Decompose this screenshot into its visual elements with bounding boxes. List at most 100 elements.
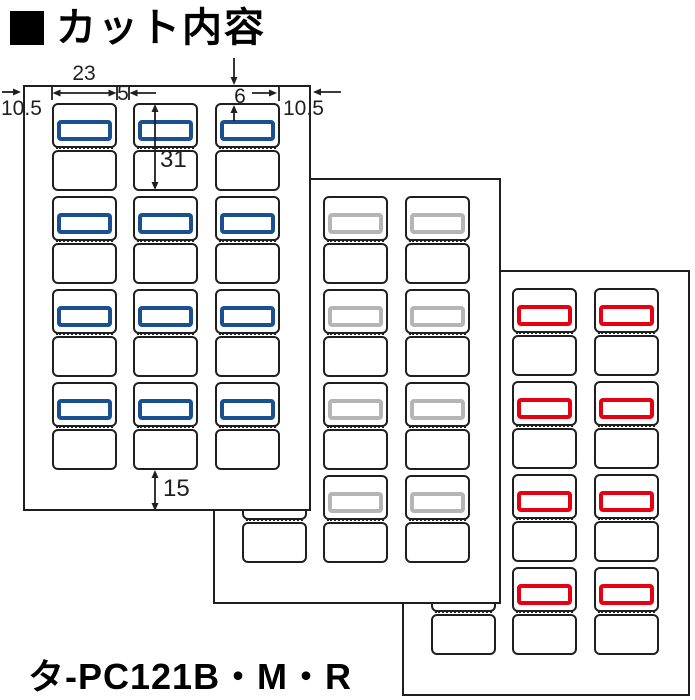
index-frame-gray [328, 399, 383, 420]
index-frame-gray [328, 306, 383, 327]
index-frame-red [517, 584, 572, 605]
perforation-line [137, 333, 194, 335]
perforation-line [327, 519, 384, 521]
label-unit [52, 103, 117, 191]
arrowhead-6-down [230, 77, 238, 85]
label-tab-bottom [323, 522, 388, 563]
label-unit [512, 567, 577, 655]
perforation-line [409, 519, 466, 521]
index-frame-blue [138, 213, 193, 234]
label-unit [215, 196, 280, 284]
label-unit [133, 196, 198, 284]
index-frame-red [517, 305, 572, 326]
perforation-line [516, 518, 573, 520]
index-frame-red [517, 398, 572, 419]
index-frame-blue [220, 213, 275, 234]
index-frame-blue [138, 306, 193, 327]
product-code: タ-PC121B・M・R [28, 656, 353, 697]
label-tab-bottom [215, 336, 280, 377]
perforation-line [219, 333, 276, 335]
label-tab-bottom [52, 429, 117, 470]
perforation-line [516, 611, 573, 613]
label-tab-bottom [133, 243, 198, 284]
index-frame-red [599, 305, 654, 326]
label-unit [512, 381, 577, 469]
label-tab-bottom [52, 150, 117, 191]
label-tab-bottom [594, 614, 659, 655]
perforation-line [137, 426, 194, 428]
perforation-line [56, 333, 113, 335]
dim-label-gap: 5 [117, 82, 129, 105]
dim-tab-top-offset: 6 [234, 85, 246, 108]
label-tab-bottom [323, 429, 388, 470]
label-tab-bottom [323, 336, 388, 377]
label-unit [52, 289, 117, 377]
index-frame-blue [57, 213, 112, 234]
label-unit [215, 289, 280, 377]
perforation-line [409, 426, 466, 428]
title-square-bullet [10, 11, 44, 45]
title-text: カット内容 [56, 6, 266, 50]
perforation-line [598, 611, 655, 613]
label-tab-bottom [512, 335, 577, 376]
dim-margin-right: 10.5 [283, 97, 324, 120]
label-unit [52, 196, 117, 284]
label-tab-bottom [215, 429, 280, 470]
perforation-line [137, 147, 194, 149]
label-unit [215, 382, 280, 470]
perforation-line [409, 333, 466, 335]
label-unit [594, 567, 659, 655]
index-frame-red [599, 584, 654, 605]
label-tab-bottom [52, 336, 117, 377]
label-unit [133, 289, 198, 377]
label-unit [323, 382, 388, 470]
perforation-line [435, 611, 492, 613]
index-frame-blue [57, 399, 112, 420]
label-tab-bottom [594, 521, 659, 562]
label-tab-bottom [323, 243, 388, 284]
label-tab-bottom [594, 428, 659, 469]
index-frame-blue [220, 399, 275, 420]
label-unit [323, 289, 388, 377]
perforation-line [246, 519, 303, 521]
label-tab-bottom [133, 150, 198, 191]
label-unit [594, 474, 659, 562]
dim-label-height: 31 [160, 146, 187, 173]
dim-margin-left: 10.5 [1, 97, 42, 120]
label-unit [594, 288, 659, 376]
label-tab-bottom [215, 243, 280, 284]
perforation-line [327, 333, 384, 335]
label-tab-bottom [133, 429, 198, 470]
index-frame-blue [138, 399, 193, 420]
perforation-line [56, 426, 113, 428]
label-unit [323, 196, 388, 284]
index-frame-gray [328, 492, 383, 513]
label-tab-bottom [512, 521, 577, 562]
index-frame-gray [328, 213, 383, 234]
label-tab-bottom [215, 150, 280, 191]
perforation-line [56, 240, 113, 242]
label-tab-bottom [242, 522, 307, 563]
index-frame-blue [220, 120, 275, 141]
label-unit [133, 103, 198, 191]
label-tab-bottom [405, 336, 470, 377]
perforation-line [137, 240, 194, 242]
label-tab-bottom [405, 429, 470, 470]
label-unit [594, 381, 659, 469]
perforation-line [327, 426, 384, 428]
index-frame-gray [410, 399, 465, 420]
perforation-line [409, 240, 466, 242]
index-frame-gray [410, 306, 465, 327]
perforation-line [598, 425, 655, 427]
index-frame-blue [220, 306, 275, 327]
arrowhead-10-5-left [13, 88, 21, 96]
perforation-line [516, 425, 573, 427]
label-tab-bottom [52, 243, 117, 284]
label-tab-bottom [133, 336, 198, 377]
index-frame-red [517, 491, 572, 512]
arrowhead-10-5-right [313, 88, 321, 96]
dim-label-width: 23 [72, 62, 96, 85]
label-tab-bottom [405, 522, 470, 563]
label-tab-bottom [512, 614, 577, 655]
